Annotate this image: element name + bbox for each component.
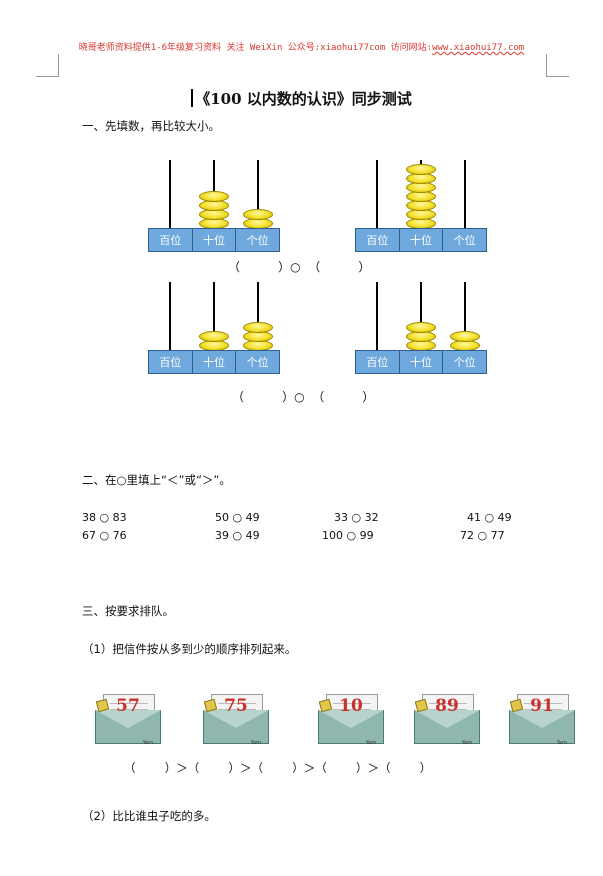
place-label: 百位 xyxy=(356,229,400,251)
promo-text: 晓哥老师资料提供1-6年级复习资料 关注 WeiXin 公众号:xiaohui7… xyxy=(78,43,433,53)
page-title-text: 《100 以内数的认识》同步测试 xyxy=(195,90,412,108)
abacus-rod xyxy=(169,160,171,228)
abacus-rod xyxy=(213,282,215,350)
compare-row-1: （ ）○ （ ） xyxy=(228,260,371,274)
exercise-3: 33 ○ 32 xyxy=(334,511,379,524)
envelope-number: 89 xyxy=(435,696,459,716)
exercise-7: 100 ○ 99 xyxy=(322,529,374,542)
abacus-bead xyxy=(199,191,229,202)
abacus-bead xyxy=(450,331,480,342)
place-label: 个位 xyxy=(246,234,269,247)
abacus-base: 百位十位个位 xyxy=(355,228,487,252)
place-label: 百位 xyxy=(149,229,193,251)
compare-row-2: （ ）○ （ ） xyxy=(232,390,375,404)
page-title: 《100 以内数的认识》同步测试 xyxy=(0,88,603,109)
exercise-6: 39 ○ 49 xyxy=(215,529,260,542)
abacus-rod xyxy=(169,282,171,350)
order-line: （ ）＞（ ）＞（ ）＞（ ）＞（ ） xyxy=(124,761,432,775)
place-label: 十位 xyxy=(400,351,444,373)
abacus-bead xyxy=(406,164,436,175)
abacus-base: 百位十位个位 xyxy=(355,350,487,374)
abacus-rod xyxy=(376,160,378,228)
abacus-rod xyxy=(257,282,259,350)
place-label: 个位 xyxy=(453,234,476,247)
section2-heading: 二、在○里填上“＜”或“＞”。 xyxy=(82,473,231,487)
envelope-flap xyxy=(509,710,575,728)
section3-heading: 三、按要求排队。 xyxy=(82,604,174,618)
exercise-5: 67 ○ 76 xyxy=(82,529,127,542)
crop-mark-left xyxy=(36,54,59,77)
promo-header: 晓哥老师资料提供1-6年级复习资料 关注 WeiXin 公众号:xiaohui7… xyxy=(0,40,603,53)
abacus-base: 百位十位个位 xyxy=(148,228,280,252)
abacus-base: 百位十位个位 xyxy=(148,350,280,374)
place-label: 个位 xyxy=(246,356,269,369)
envelope-number: 91 xyxy=(530,696,554,716)
abacus-rod xyxy=(376,282,378,350)
promo-url[interactable]: www.xiaohui77.com xyxy=(432,43,525,53)
exercise-2: 50 ○ 49 xyxy=(215,511,260,524)
place-label: 十位 xyxy=(193,229,237,251)
exercise-1: 38 ○ 83 xyxy=(82,511,127,524)
envelope-number: 57 xyxy=(116,696,140,716)
envelope-flap xyxy=(203,710,269,728)
place-label: 十位 xyxy=(400,229,444,251)
place-label: 个位 xyxy=(453,356,476,369)
envelope-flap xyxy=(95,710,161,728)
envelope-flap xyxy=(318,710,384,728)
abacus-bead xyxy=(199,331,229,342)
section3-part2: （2）比比谁虫子吃的多。 xyxy=(82,809,216,823)
crop-mark-right xyxy=(546,54,569,77)
abacus-rod xyxy=(464,282,466,350)
abacus-rod xyxy=(257,160,259,228)
place-label: 百位 xyxy=(356,351,400,373)
abacus-rod xyxy=(464,160,466,228)
cursor-bar xyxy=(191,89,194,107)
abacus-bead xyxy=(243,209,273,220)
abacus-bead xyxy=(406,322,436,333)
envelope-flap xyxy=(414,710,480,728)
envelope-number: 10 xyxy=(339,696,363,716)
envelope-tag: Yam xyxy=(461,740,472,746)
envelope-tag: Yam xyxy=(250,740,261,746)
envelope-tag: Yam xyxy=(365,740,376,746)
envelope-tag: Yam xyxy=(142,740,153,746)
exercise-8: 72 ○ 77 xyxy=(460,529,505,542)
section1-heading: 一、先填数，再比较大小。 xyxy=(82,119,220,133)
section3-part1: （1）把信件按从多到少的顺序排列起来。 xyxy=(82,642,297,656)
envelope-tag: Yam xyxy=(556,740,567,746)
abacus-rod xyxy=(420,282,422,350)
abacus-bead xyxy=(243,322,273,333)
exercise-4: 41 ○ 49 xyxy=(467,511,512,524)
place-label: 十位 xyxy=(193,351,237,373)
envelope-number: 75 xyxy=(224,696,248,716)
place-label: 百位 xyxy=(149,351,193,373)
